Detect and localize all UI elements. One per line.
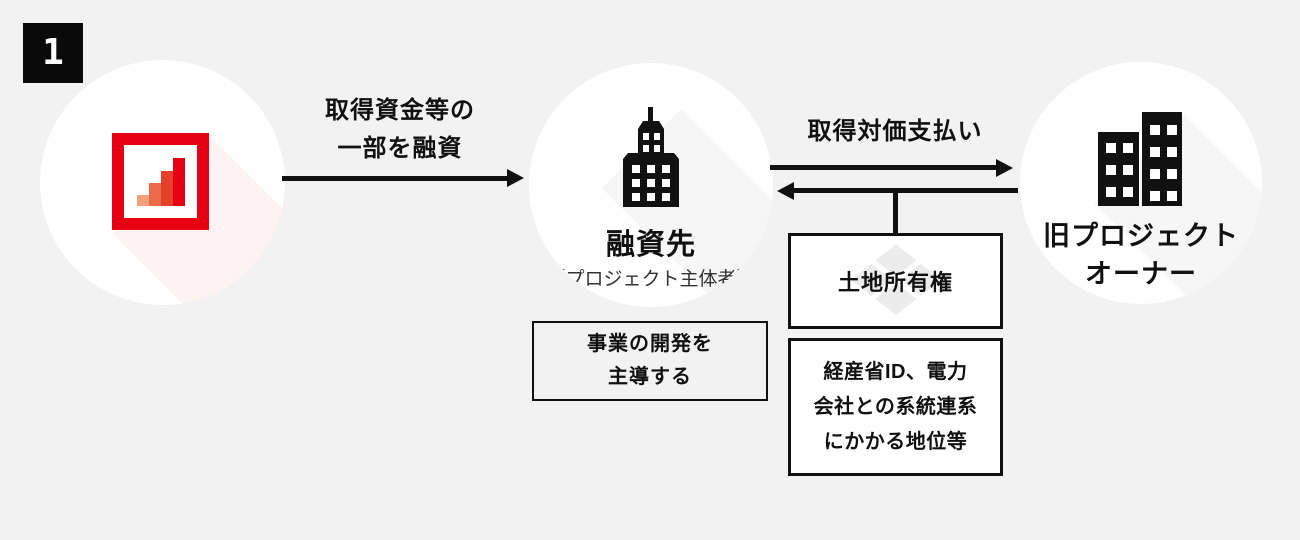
logo-bar	[148, 183, 161, 206]
land-ownership-label: 土地所有権	[837, 270, 953, 295]
two-buildings-icon	[1098, 112, 1182, 206]
old-owner-title-line1: 旧プロジェクト	[1043, 221, 1239, 251]
loan-label-line2: 一部を融資	[337, 135, 463, 162]
logo-bar	[160, 171, 173, 206]
transfer-arrow-head-icon	[777, 182, 794, 200]
loan-label-line1: 取得資金等の	[325, 97, 475, 124]
development-note-line1: 事業の開発を	[587, 333, 713, 355]
meti-grid-line2: 会社との系統連系	[813, 395, 978, 418]
borrower-subtitle: （プロジェクト主体者）	[546, 269, 756, 290]
office-tower-icon	[623, 107, 679, 207]
development-note-box: 事業の開発を 主導する	[532, 321, 768, 401]
node-old-owner-circle: 旧プロジェクト オーナー	[1020, 62, 1262, 304]
payment-arrow-head-icon	[996, 159, 1013, 177]
borrower-title: 融資先	[605, 229, 696, 261]
node-lender-circle	[40, 60, 285, 305]
development-note-line2: 主導する	[608, 366, 692, 388]
old-owner-title-line2: オーナー	[1085, 259, 1197, 289]
loan-arrow-label: 取得資金等の 一部を融資	[280, 92, 520, 168]
transfer-arrow-line	[793, 188, 1018, 193]
land-ownership-box: 土地所有権	[788, 233, 1003, 329]
step-badge: 1	[23, 23, 83, 83]
node-borrower-circle: 融資先 （プロジェクト主体者）	[529, 63, 773, 307]
logo-bar	[172, 158, 185, 206]
payment-arrow-label: 取得対価支払い	[807, 118, 983, 145]
loan-arrow-line	[282, 176, 508, 181]
loan-arrow-head-icon	[507, 169, 524, 187]
bar-chart-logo-icon	[112, 133, 209, 230]
meti-grid-line3: にかかる地位等	[823, 430, 968, 453]
meti-grid-box: 経産省ID、電力 会社との系統連系 にかかる地位等	[788, 338, 1003, 476]
payment-arrow-line	[770, 165, 997, 170]
logo-bar	[136, 195, 149, 206]
meti-grid-line1: 経産省ID、電力	[823, 360, 968, 383]
old-owner-title: 旧プロジェクト オーナー	[1020, 217, 1262, 293]
step-number: 1	[42, 32, 64, 73]
transfer-connector-line	[893, 191, 898, 234]
